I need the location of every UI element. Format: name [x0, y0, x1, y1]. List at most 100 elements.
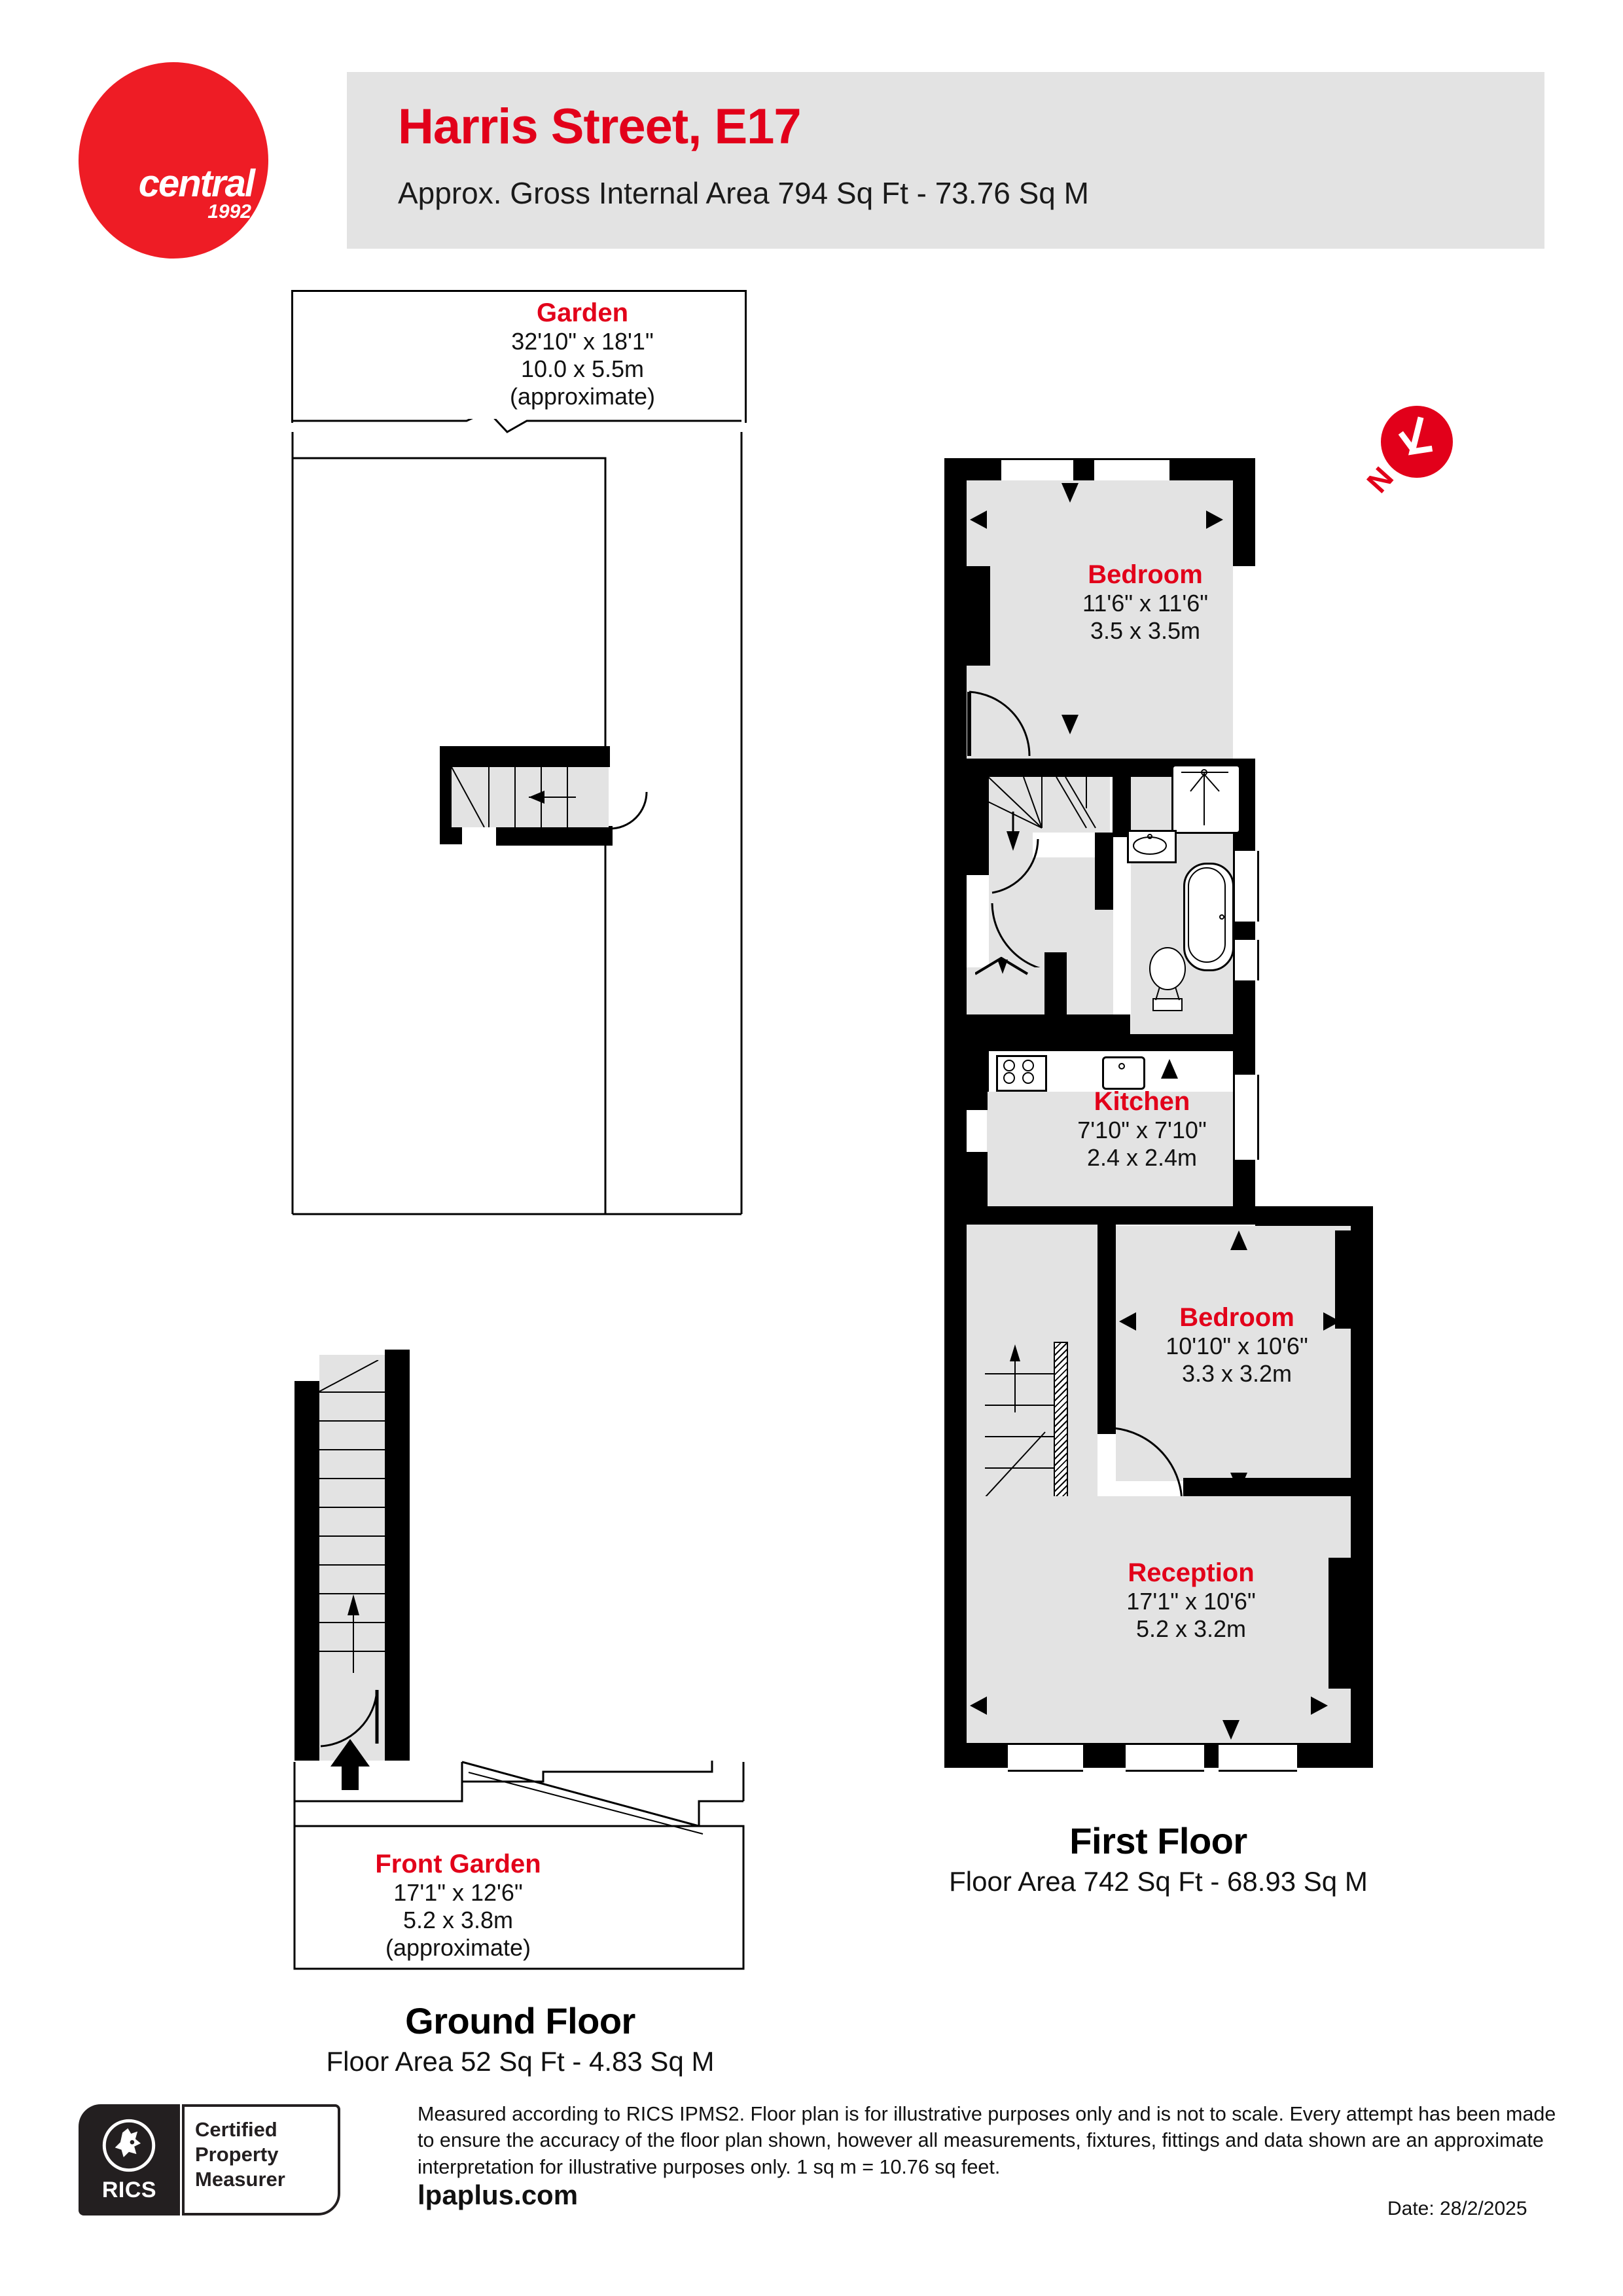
garden-metric: 10.0 x 5.5m: [520, 355, 645, 383]
ff-bedroom1-marker-left: [970, 511, 987, 529]
ff-wall-kitchen-bottom: [967, 1206, 1255, 1225]
ff-landing-door-arc-1: [990, 838, 1041, 895]
ff-window-bath-2: [1233, 940, 1259, 980]
garden-stairs: [452, 767, 609, 827]
ff-reception-marker-left: [970, 1696, 987, 1715]
gf-door-arc: [319, 1689, 380, 1749]
garden-stairs-wall-bottom: [496, 826, 613, 846]
first-floor-caption: First Floor Floor Area 742 Sq Ft - 68.93…: [897, 1820, 1420, 1897]
ff-kitchen-wall-top: [967, 1034, 1255, 1051]
rics-certified-badge: RICS Certified Property Measurer: [79, 2104, 340, 2215]
ground-floor-area: Floor Area 52 Sq Ft - 4.83 Sq M: [326, 2046, 715, 2077]
bedroom2-metric: 3.3 x 3.2m: [1181, 1360, 1293, 1388]
front-garden-outline: [293, 1761, 745, 1970]
gf-entry-arrow: [327, 1738, 373, 1790]
ff-wall-right-lower: [1351, 1206, 1373, 1743]
ff-wall-right-upper: [1233, 458, 1255, 566]
ff-wc-floor: [967, 967, 1045, 1014]
plan-date: Date: 28/2/2025: [1387, 2198, 1527, 2219]
ff-window-bottom-2: [1126, 1743, 1204, 1772]
front-garden-metric: 5.2 x 3.8m: [402, 1907, 514, 1934]
hob-icon: [996, 1055, 1047, 1092]
kitchen-name: Kitchen: [1094, 1087, 1190, 1116]
first-floor-area: Floor Area 742 Sq Ft - 68.93 Sq M: [949, 1866, 1368, 1897]
kitchen-imperial: 7'10" x 7'10": [1077, 1117, 1207, 1144]
brand-name: central: [138, 162, 255, 205]
ff-bedroom2-door-arc: [1113, 1427, 1185, 1504]
ff-upper-stairs: [988, 777, 1110, 833]
front-garden-label: Front Garden 17'1" x 12'6" 5.2 x 3.8m (a…: [301, 1849, 615, 1962]
ff-bedroom2-marker-right: [1323, 1312, 1340, 1331]
ff-landing-wall-mid: [1095, 833, 1113, 910]
ff-reception-floor: [967, 1496, 1351, 1748]
ground-floor-caption: Ground Floor Floor Area 52 Sq Ft - 4.83 …: [259, 2000, 782, 2077]
north-arrow-icon: N: [1360, 406, 1459, 499]
ff-bedroom1-marker-bottom: [1061, 715, 1079, 734]
ff-bedroom2-floor: [1116, 1226, 1351, 1481]
bathtub-fixture: [1183, 863, 1234, 971]
ff-landing-wall-right: [1113, 759, 1131, 837]
page-subtitle: Approx. Gross Internal Area 794 Sq Ft - …: [398, 176, 1089, 210]
bedroom1-label: Bedroom 11'6" x 11'6" 3.5 x 3.5m: [1008, 560, 1283, 645]
rics-wordmark: RICS: [101, 2178, 157, 2202]
ff-wall-left-upper: [944, 458, 967, 1178]
front-garden-name: Front Garden: [375, 1850, 541, 1878]
ff-kitchen-wall-right-bot: [1233, 1160, 1255, 1207]
ff-window-bottom-1: [1008, 1743, 1083, 1772]
ff-chimney-breast: [967, 566, 990, 666]
ff-stairs-stringer: [1054, 1342, 1068, 1500]
front-garden-note: (approximate): [385, 1933, 531, 1961]
bedroom1-imperial: 11'6" x 11'6": [1082, 590, 1209, 617]
rics-lion-icon: [102, 2119, 156, 2172]
ff-bedroom1-marker-right: [1206, 511, 1223, 529]
rics-line-2: Property: [195, 2142, 279, 2166]
ff-bedroom1-marker-top: [1061, 483, 1079, 503]
gf-wall-left: [294, 1381, 319, 1761]
bedroom2-imperial: 10'10" x 10'6": [1166, 1333, 1308, 1360]
ff-bedroom1-door-arc: [967, 691, 1032, 759]
gf-wall-right: [385, 1350, 410, 1761]
kitchen-label: Kitchen 7'10" x 7'10" 2.4 x 2.4m: [1021, 1086, 1263, 1172]
garden-door-arc: [609, 778, 648, 830]
bedroom1-name: Bedroom: [1088, 560, 1203, 589]
ff-reception-marker-right: [1311, 1696, 1328, 1715]
ff-lower-stairs: [985, 1342, 1054, 1499]
gf-stairs: [319, 1360, 385, 1681]
garden-name: Garden: [536, 298, 629, 327]
ff-wall-left-lower: [944, 1178, 967, 1748]
rics-line-1: Certified: [195, 2118, 277, 2141]
header-band: [347, 72, 1544, 249]
ff-stairs-down-arrow: [1005, 812, 1021, 852]
ground-floor-name: Ground Floor: [405, 2000, 635, 2041]
ff-window-top-left: [1001, 458, 1073, 484]
garden-path-outline: [291, 432, 743, 1217]
shower-fixture: [1171, 764, 1241, 834]
reception-name: Reception: [1128, 1558, 1255, 1587]
ff-wall-b2-bottom: [1183, 1478, 1353, 1496]
bedroom2-name: Bedroom: [1179, 1303, 1294, 1332]
disclaimer-text: Measured according to RICS IPMS2. Floor …: [418, 2103, 1556, 2178]
brand-year: 1992: [207, 201, 251, 223]
ff-reception-notch: [1329, 1558, 1352, 1689]
website-link[interactable]: lpaplus.com: [418, 2179, 579, 2210]
ff-bedroom2-marker-left: [1119, 1312, 1136, 1331]
reception-metric: 5.2 x 3.2m: [1135, 1615, 1247, 1643]
ff-landing-wall-left: [967, 777, 989, 875]
garden-outline: [291, 290, 747, 423]
reception-label: Reception 17'1" x 10'6" 5.2 x 3.2m: [1060, 1558, 1322, 1643]
kitchen-metric: 2.4 x 2.4m: [1086, 1144, 1198, 1172]
ff-wc-door: [974, 956, 1031, 978]
garden-note: (approximate): [509, 382, 656, 410]
ff-kitchen-wall-left: [967, 1051, 988, 1110]
ff-bedroom2-marker-top: [1230, 1230, 1247, 1250]
rics-line-3: Measurer: [195, 2167, 285, 2191]
ff-window-kitchen: [1233, 1075, 1259, 1160]
garden-outline-lower: [291, 419, 743, 433]
garden-label: Garden 32'10" x 18'1" 10.0 x 5.5m (appro…: [484, 298, 681, 410]
reception-imperial: 17'1" x 10'6": [1126, 1588, 1256, 1615]
front-garden-imperial: 17'1" x 12'6": [393, 1879, 523, 1907]
toilet-fixture: [1147, 942, 1188, 1011]
garden-imperial: 32'10" x 18'1": [511, 328, 654, 355]
garden-stairs-wall-top: [440, 746, 610, 767]
ff-kitchen-wall-right-top: [1233, 1051, 1255, 1075]
